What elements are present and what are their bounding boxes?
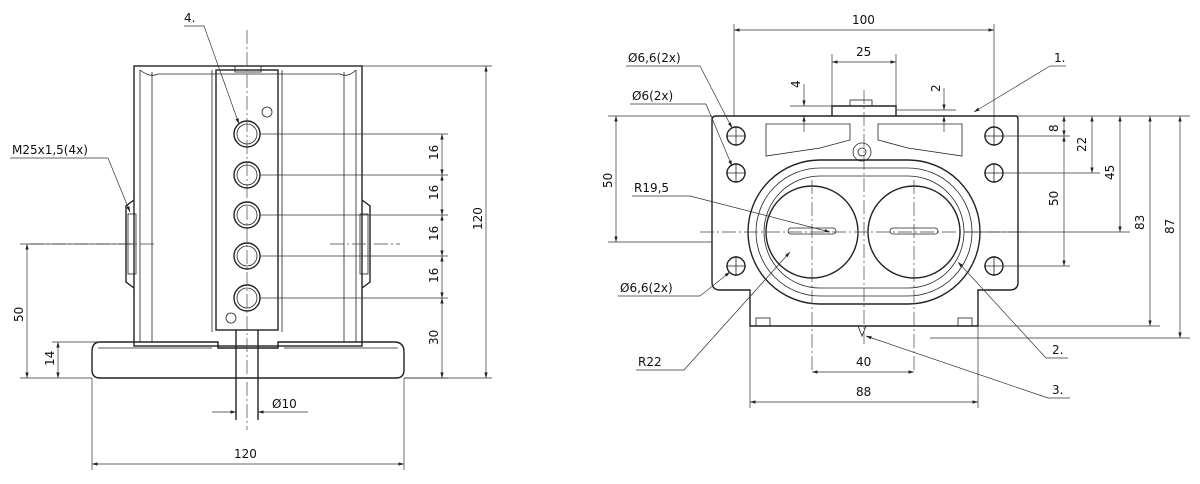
dim-bottom-pitch: 30 bbox=[427, 330, 441, 345]
callout-2: 2. bbox=[1052, 343, 1063, 357]
dim-22: 22 bbox=[1075, 137, 1089, 152]
label-hole-mid: Ø6(2x) bbox=[632, 89, 673, 103]
dim-front-height: 120 bbox=[471, 207, 485, 230]
callout-3: 3. bbox=[1052, 383, 1063, 397]
dim-40: 40 bbox=[856, 355, 871, 369]
dim-axis-height: 50 bbox=[12, 307, 26, 322]
dim-plunger-width: 25 bbox=[856, 45, 871, 59]
dim-pitch-4: 16 bbox=[427, 268, 441, 283]
dim-88: 88 bbox=[856, 385, 871, 399]
dim-base-thickness: 14 bbox=[43, 351, 57, 366]
label-radius-outer: R22 bbox=[638, 355, 662, 369]
dim-87: 87 bbox=[1163, 219, 1177, 234]
dim-pitch-1: 16 bbox=[427, 145, 441, 160]
dim-pitch-2: 16 bbox=[427, 185, 441, 200]
dim-8: 8 bbox=[1047, 124, 1061, 132]
dim-front-pitch-group: 16 16 16 16 30 bbox=[260, 133, 448, 379]
side-housing-outline bbox=[711, 115, 1019, 327]
front-view: 120 120 16 16 16 16 30 bbox=[10, 11, 492, 470]
dim-83: 83 bbox=[1133, 215, 1147, 230]
dim-left-50: 50 bbox=[601, 173, 615, 188]
dim-pitch-3: 16 bbox=[427, 226, 441, 241]
dim-right-50: 50 bbox=[1047, 191, 1061, 206]
front-body-outline bbox=[133, 65, 363, 347]
dim-4: 4 bbox=[789, 80, 803, 88]
dim-shaft-diameter: Ø10 bbox=[272, 397, 297, 411]
label-hole-bottom: Ø6,6(2x) bbox=[620, 281, 673, 295]
label-hole-top: Ø6,6(2x) bbox=[628, 51, 681, 65]
label-radius-inner: R19,5 bbox=[634, 181, 669, 195]
callout-4: 4. bbox=[184, 11, 195, 25]
side-view: 100 25 4 2 Ø6,6(2x) Ø6(2x) Ø6,6(2x) R19,… bbox=[601, 13, 1190, 408]
dim-front-width: 120 bbox=[234, 447, 257, 461]
dim-45: 45 bbox=[1103, 165, 1117, 180]
dim-top-width: 100 bbox=[852, 13, 875, 27]
thread-label: M25x1,5(4x) bbox=[12, 143, 88, 157]
front-base-flange bbox=[91, 341, 405, 379]
side-mounting-holes bbox=[726, 126, 1004, 276]
callout-1: 1. bbox=[1054, 51, 1065, 65]
dim-2: 2 bbox=[929, 84, 943, 92]
